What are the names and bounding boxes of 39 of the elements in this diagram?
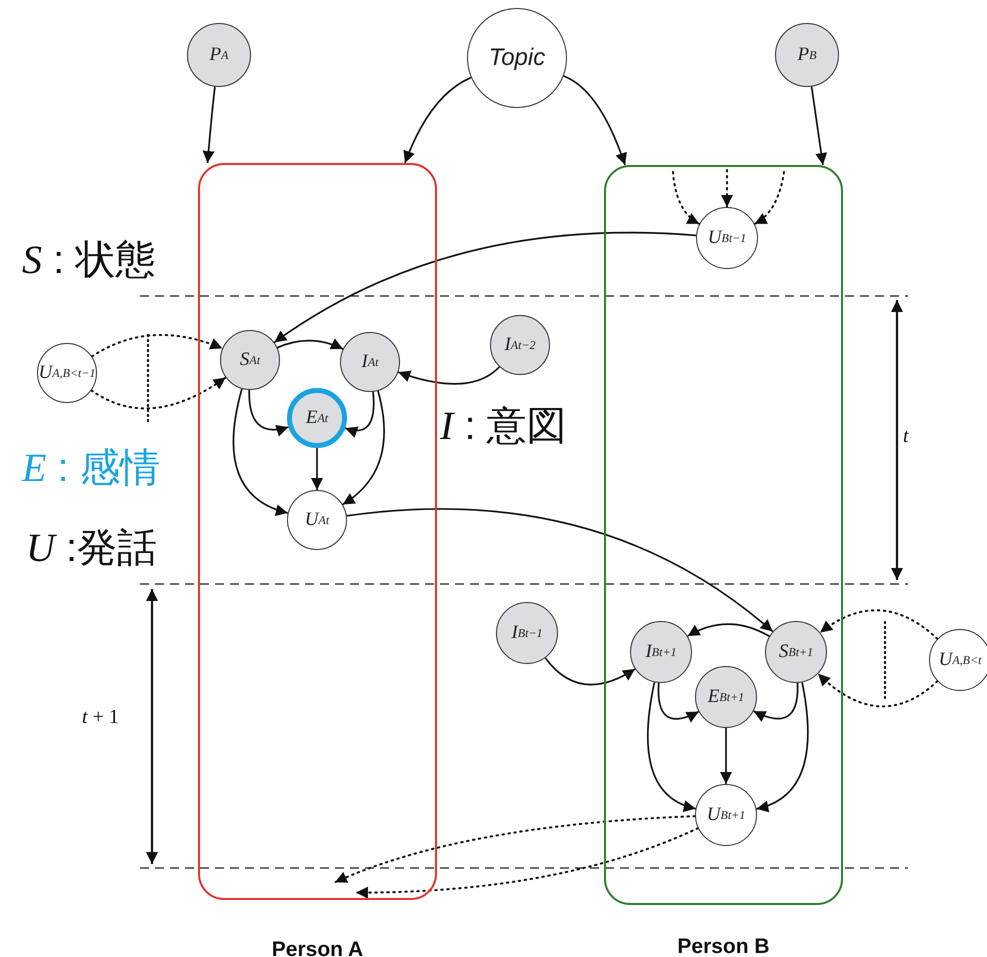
arrow (687, 623, 770, 638)
arrow (720, 728, 732, 784)
arrow (754, 171, 785, 225)
box-heading: Person B (676, 935, 771, 957)
person-box (198, 163, 437, 957)
arrow (404, 76, 472, 164)
arrow (398, 366, 500, 385)
key-label: t + 1 (82, 706, 119, 729)
arrow (672, 171, 700, 225)
key-label: I : 意図 (440, 402, 567, 450)
arrow (248, 390, 289, 436)
arrow (311, 448, 323, 490)
arrow (756, 682, 809, 812)
arrow (658, 682, 700, 722)
key-label: U :発話 (26, 524, 158, 572)
arrow (90, 376, 227, 410)
key-label: t (903, 425, 909, 448)
arrow (344, 392, 374, 438)
arrow (232, 388, 288, 516)
arrow (647, 682, 696, 812)
arrow (819, 609, 938, 640)
arrow (346, 508, 774, 632)
arrow (563, 75, 627, 166)
arrow (354, 827, 699, 898)
arrow (91, 334, 224, 358)
arrow (342, 390, 385, 506)
arrow (274, 232, 696, 344)
arrow (753, 682, 798, 722)
arrow (277, 338, 344, 350)
circle-node: Topic (467, 8, 567, 108)
key-label: E : 感情 (22, 444, 160, 492)
arrow (721, 169, 733, 208)
key-label: S : 状態 (22, 236, 156, 284)
arrow (544, 657, 636, 686)
arrow (202, 86, 216, 164)
box-heading: Person A (270, 938, 364, 957)
arrow (810, 86, 828, 166)
arrow (817, 672, 938, 708)
arrow (334, 815, 696, 884)
